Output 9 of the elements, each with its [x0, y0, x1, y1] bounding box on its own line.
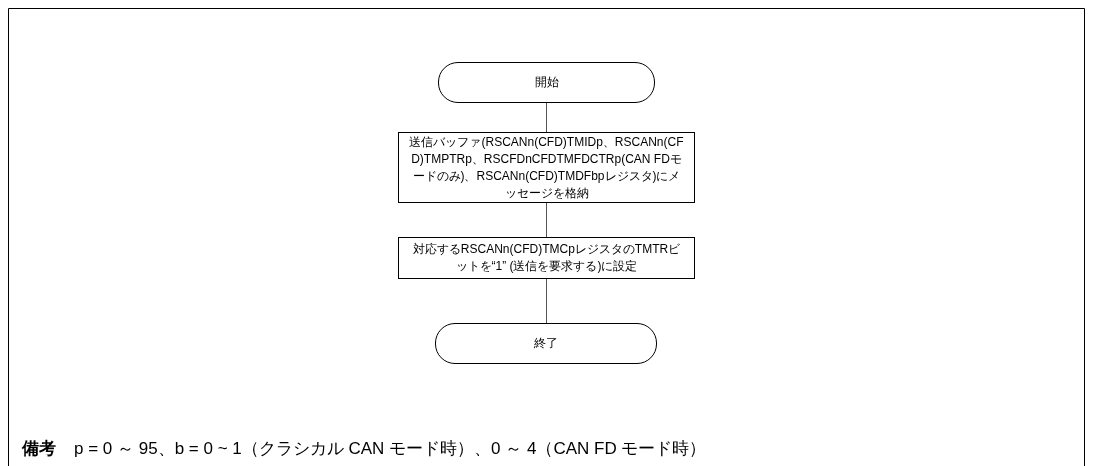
- process-box: 対応するRSCANn(CFD)TMCpレジスタのTMTRビットを“1” (送信を要求する)に設定: [398, 237, 695, 279]
- connector-line: [546, 102, 547, 133]
- connector-line: [546, 278, 547, 324]
- terminal-shape: 終了: [435, 323, 657, 364]
- process-box: 送信バッファ(RSCANn(CFD)TMIDp、RSCANn(CFD)TMPTRp、RSCFDnCFDTMFDCTRp(CAN FDモードのみ)、RSCANn(CFD)TMDFbpレジスタ)にメッセージを格納: [398, 132, 695, 203]
- note-text: p = 0 ～ 95、b = 0 ~ 1（クラシカル CAN モード時）、0 ～ 4（CAN FD モード時）: [74, 438, 707, 460]
- note-heading: 備考: [22, 438, 56, 460]
- terminal-shape: 開始: [438, 62, 655, 103]
- connector-line: [546, 202, 547, 238]
